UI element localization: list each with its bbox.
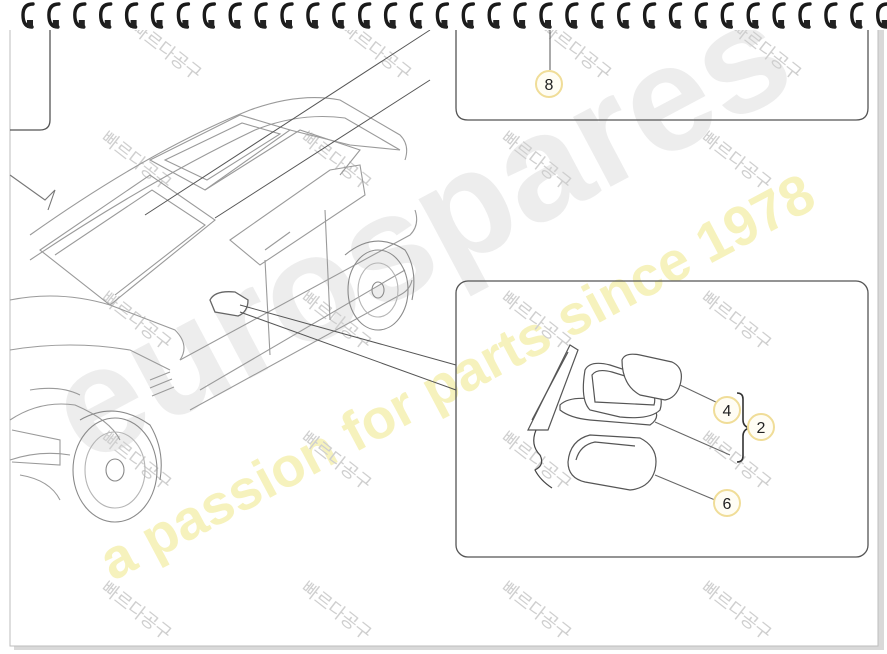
mirror-cap [567,434,657,491]
paper-sheet [9,21,884,650]
binding-hole [363,20,370,28]
binding-hole [156,20,163,28]
binding-hole [415,20,422,28]
binding-hole [596,20,603,28]
binding-hole [234,20,241,28]
binding-hole [130,20,137,28]
mirror-base [527,344,579,431]
binding-hole [208,20,215,28]
binding-hole [27,20,33,28]
callout-6[interactable]: 6 [713,489,741,517]
binding-hole [648,20,655,28]
binding-hole [467,20,474,28]
detail-frame-top-right [455,30,869,121]
callout-label-2: 2 [757,420,766,437]
binding-hole [855,20,862,28]
leader-line-roof-1 [144,29,431,216]
binding-hole [570,20,577,28]
leader-line-mirror-2 [239,311,457,391]
leader-line-mirror-1 [239,304,457,366]
binding-hole [260,20,267,28]
binding-hole [286,20,292,28]
binding-hole [104,20,111,28]
mirror-detail-frame [455,280,869,558]
binding-hole [674,20,681,28]
binding-hole [52,20,59,28]
spiral-binding [0,0,887,30]
binding-hole [804,20,810,28]
binding-hole [881,20,887,28]
callout-8[interactable]: 8 [535,70,563,98]
car-illustration [9,96,418,523]
binding-hole [78,20,85,28]
binding-hole [829,20,836,28]
binding-hole [311,20,318,28]
mirror-assembly [527,344,752,501]
binding-hole [752,20,759,28]
binding-hole [545,20,551,28]
binding-hole [622,20,629,28]
binding-hole [493,20,500,28]
callout-label-6: 6 [723,496,732,513]
callout-2[interactable]: 2 [747,413,775,441]
binding-hole [726,20,733,28]
binding-hole [182,20,189,28]
callout-4[interactable]: 4 [713,396,741,424]
detail-frame-top-left [10,30,51,131]
callout-label-8: 8 [545,77,554,94]
binding-hole [778,20,785,28]
binding-hole [389,20,396,28]
callout-label-4: 4 [723,403,732,420]
binding-hole [337,20,344,28]
mirror-wiring [533,429,553,489]
leader-line-roof-2 [214,79,431,219]
binding-hole [519,20,526,28]
binding-hole [700,20,707,28]
binding-hole [441,20,448,28]
